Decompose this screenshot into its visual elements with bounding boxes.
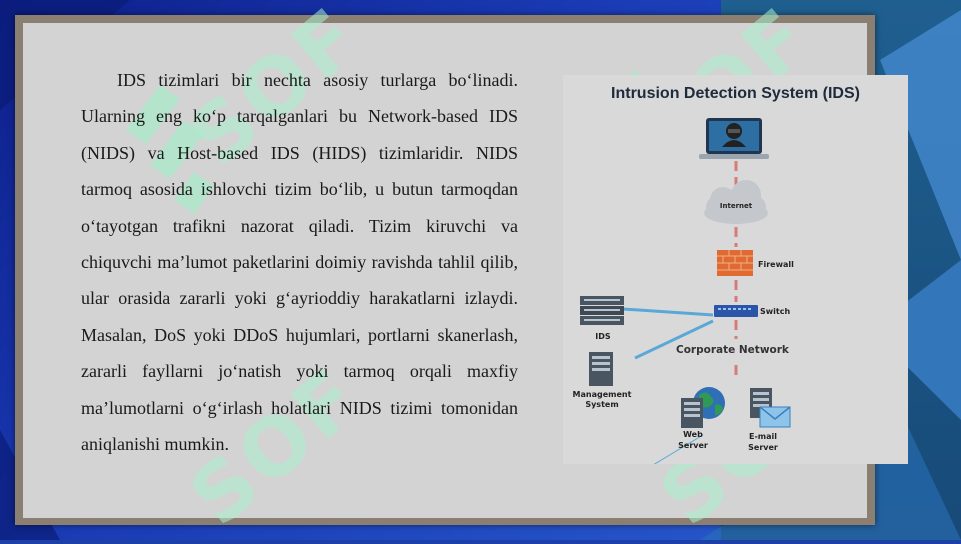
switch-icon	[714, 305, 758, 317]
web-label-line2: Server	[678, 441, 708, 450]
web-label-line1: Web	[683, 430, 703, 439]
management-label-line2: System	[585, 400, 619, 409]
body-paragraph: IDS tizimlari bir nechta asosiy turlarga…	[81, 70, 518, 455]
server-rack-icon	[580, 296, 624, 325]
ids-diagram: Intrusion Detection System (IDS)	[563, 75, 908, 464]
email-label-line1: E-mail	[748, 432, 777, 441]
email-label-line2: Server	[748, 443, 778, 452]
server-icon	[681, 398, 703, 428]
server-icon	[589, 352, 613, 386]
firewall-label: Firewall	[758, 260, 794, 269]
web-server-label: Web Server	[673, 429, 713, 451]
envelope-icon	[759, 406, 791, 428]
firewall-icon	[717, 250, 753, 276]
corporate-network-label: Corporate Network	[676, 344, 789, 356]
cloud-icon	[704, 180, 768, 224]
hacker-laptop-icon	[699, 118, 769, 159]
diagram-drawing	[580, 118, 791, 464]
switch-label: Switch	[760, 307, 791, 316]
email-server-label: E-mail Server	[743, 431, 783, 453]
ids-label: IDS	[595, 332, 611, 341]
diagram-title: Intrusion Detection System (IDS)	[611, 85, 860, 102]
management-label-line1: Management	[572, 390, 632, 399]
management-system-label: Management System	[565, 390, 639, 410]
internet-label: Internet	[719, 202, 753, 210]
